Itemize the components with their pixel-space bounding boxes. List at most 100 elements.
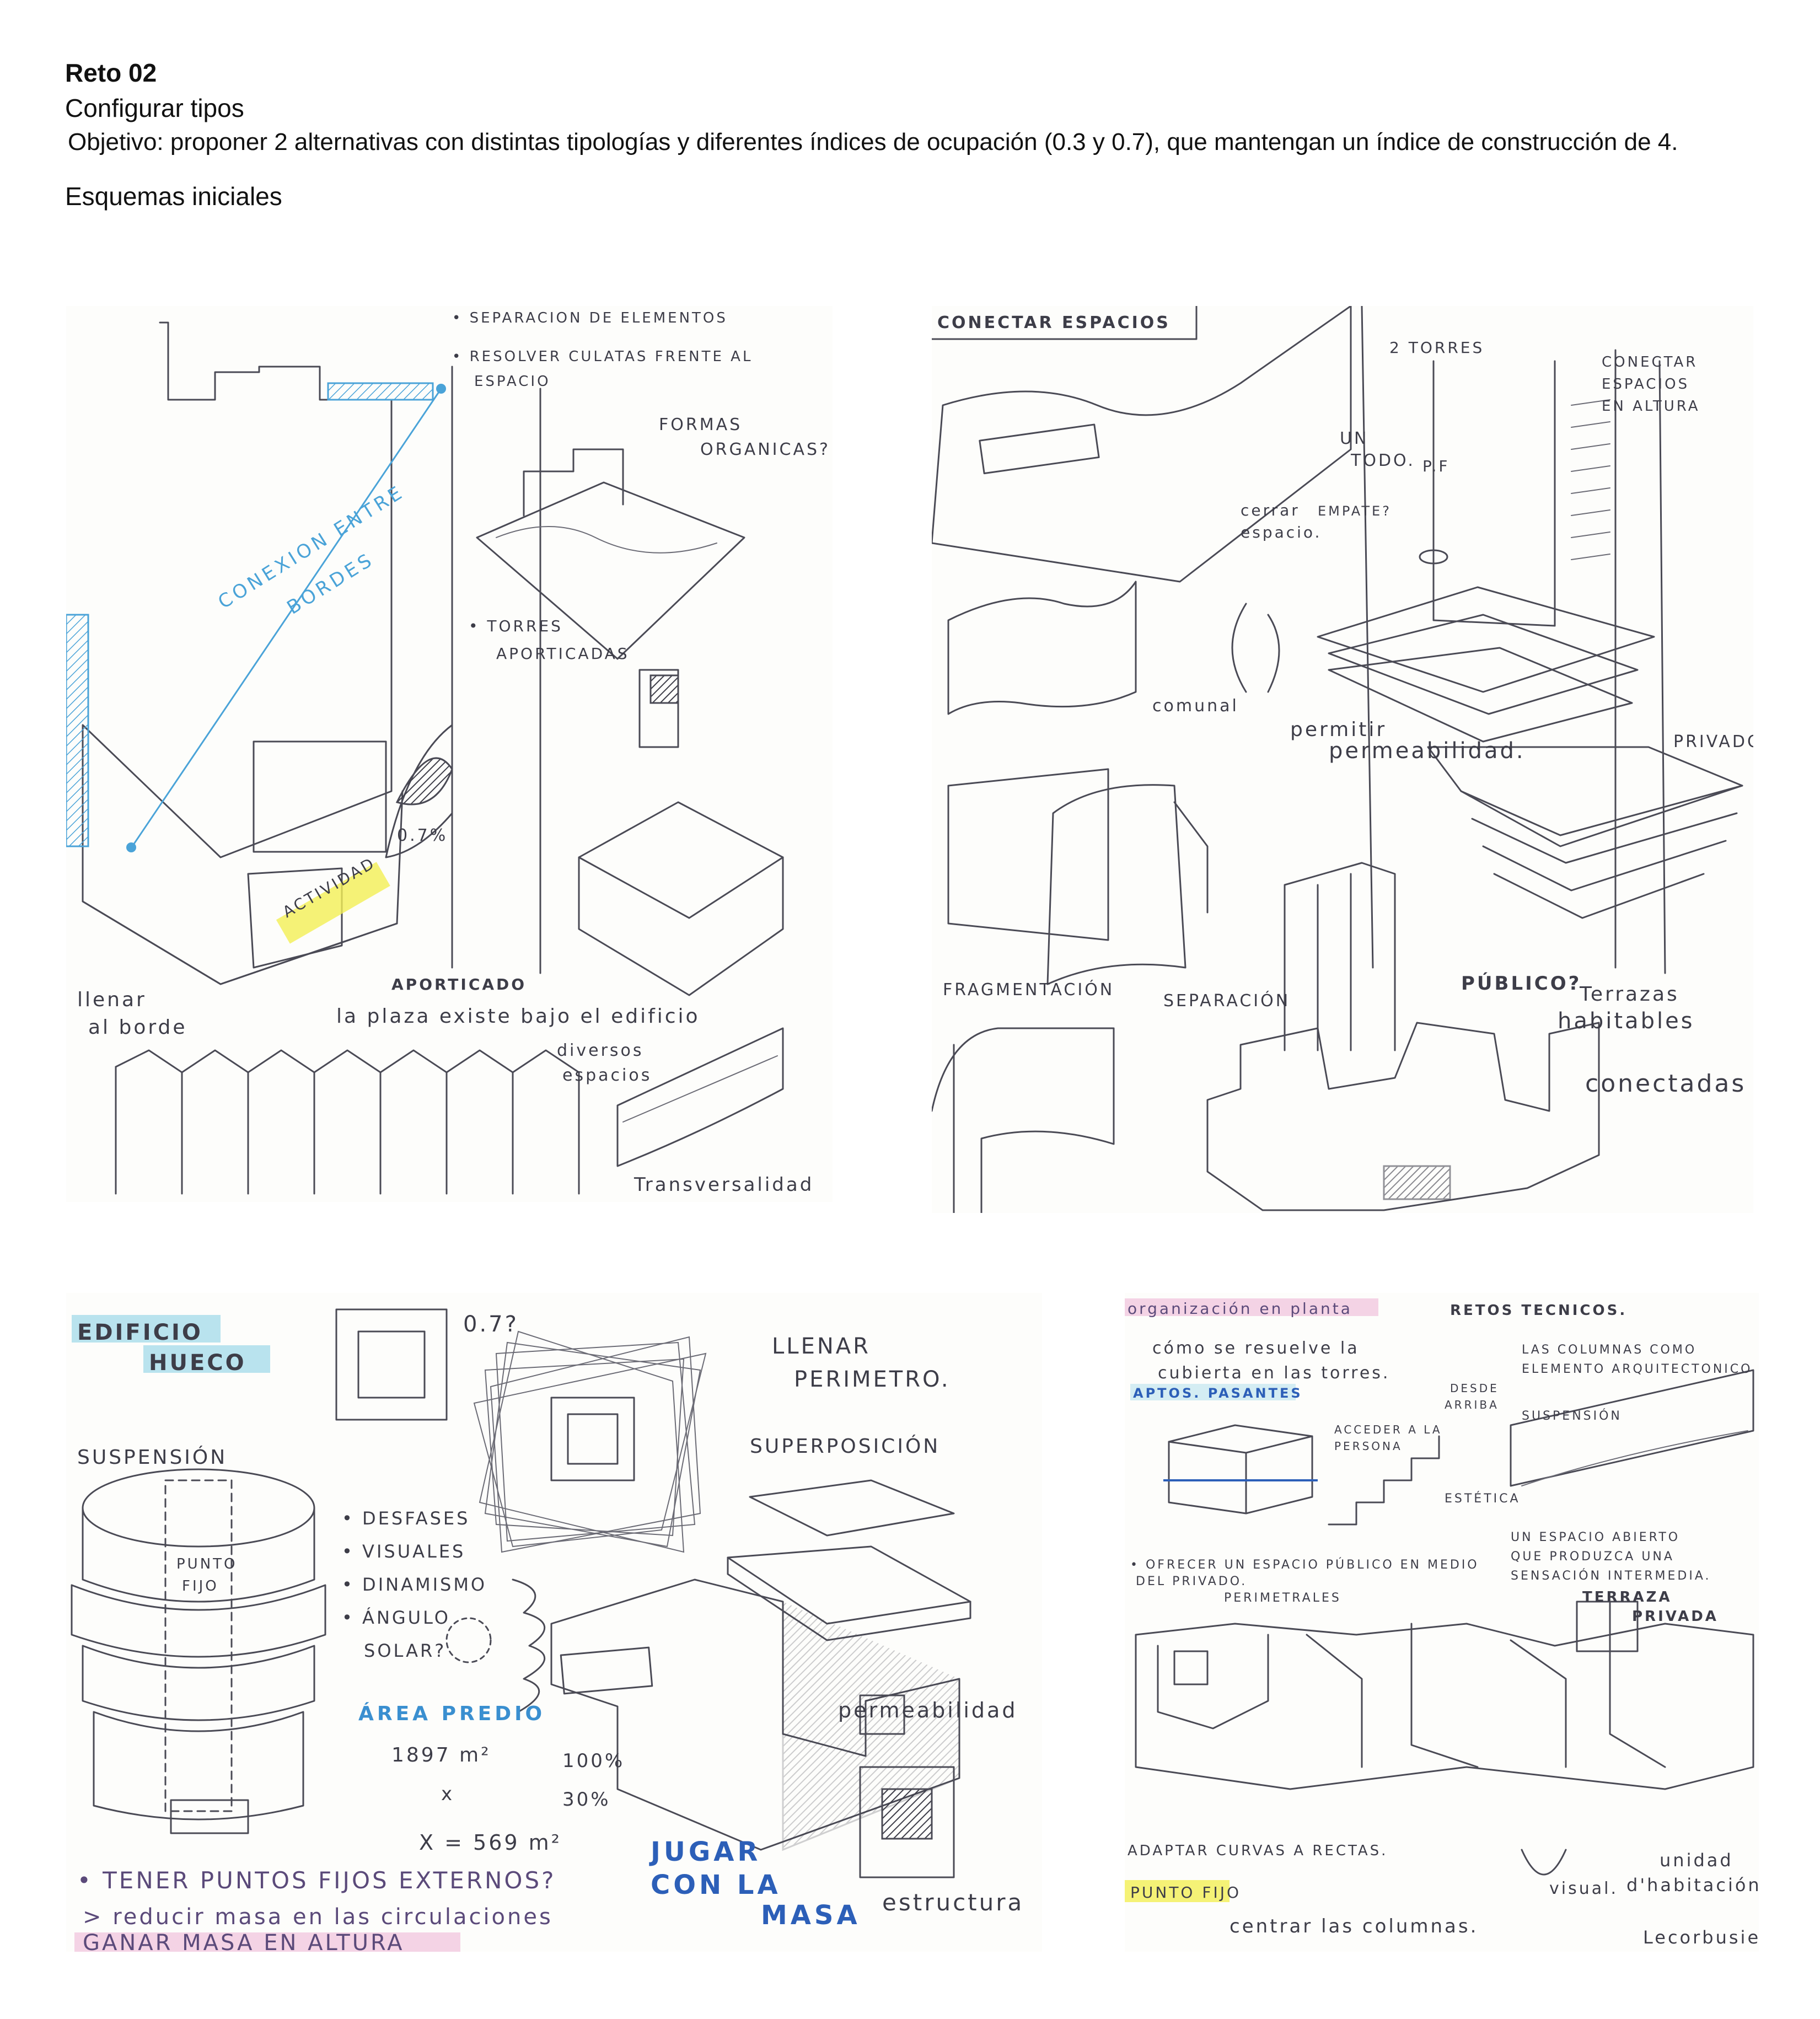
panel-left [947, 768, 1109, 941]
connection-line [131, 388, 442, 847]
suspended-roof [1510, 1369, 1754, 1487]
suspended-wave [1521, 1430, 1748, 1486]
note-perimetrales: PERIMETRALES [1224, 1591, 1341, 1605]
cylinder-band-1 [71, 1584, 326, 1658]
roof-row [115, 1049, 580, 1073]
note-reducir: > reducir masa en las circulaciones [83, 1904, 553, 1930]
hatched-edge [66, 614, 89, 847]
massing-window-2 [859, 1694, 905, 1735]
note-columnas-1: LAS COLUMNAS COMO [1522, 1343, 1696, 1357]
note-aptos: APTOS. PASANTES [1133, 1386, 1303, 1401]
cylinder-door [170, 1799, 249, 1834]
note-estetica: ESTÉTICA [1445, 1491, 1521, 1506]
note-permitir-1: permitir [1290, 718, 1387, 741]
note-centrar: centrar las columnas. [1230, 1915, 1478, 1937]
note-pf: P.F [1422, 457, 1450, 475]
note-diversos-1: diversos [557, 1041, 644, 1060]
note-conectar: CONECTAR ESPACIOS [937, 313, 1171, 332]
note-punto-2: FIJO [182, 1578, 219, 1594]
note-formas-1: FORMAS [659, 415, 742, 434]
note-x: x [441, 1783, 454, 1805]
note-formas-2: ORGANICAS? [700, 440, 830, 459]
note-como-1: cómo se resuelve la [1152, 1339, 1360, 1358]
roof-opening [979, 423, 1100, 475]
note-jugar-2: CON LA [651, 1870, 781, 1900]
organizacion-highlight [1125, 1298, 1378, 1316]
sketch-4-drawing: organización en planta RETOS TECNICOS. c… [1125, 1298, 1759, 1948]
ground-edge [82, 900, 398, 985]
note-conectar-altura-1: CONECTAR [1602, 354, 1698, 370]
note-comunal: comunal [1152, 696, 1239, 716]
sketch-3-drawing: EDIFICIO HUECO 0.7? LLENAR PERIMETRO. SU… [71, 1308, 1024, 1952]
note-jugar-1: JUGAR [649, 1837, 761, 1867]
note-terraza-2: PRIVADA [1632, 1608, 1719, 1625]
curved-roof [932, 306, 1352, 544]
note-hueco: HUECO [149, 1350, 246, 1376]
organic-forms-block [523, 448, 624, 517]
sketch-2-drawing: CONECTAR ESPACIOS 2 TORRES CONECTAR ESPA… [932, 306, 1753, 1213]
note-espacio-2: QUE PRODUZCA UNA [1511, 1550, 1674, 1564]
organic-slab [476, 481, 745, 660]
tower-shadow [1383, 1165, 1451, 1200]
note-llenar-1: llenar [77, 989, 147, 1011]
note-desde-2: ARRIBA [1445, 1398, 1499, 1411]
note-punto-fijo: PUNTO FIJO [1130, 1883, 1241, 1902]
note-terrazas-1: Terrazas [1579, 983, 1679, 1006]
note-separacion: SEPARACIÓN [1163, 990, 1290, 1011]
note-conectar-altura-3: EN ALTURA [1602, 398, 1700, 415]
hatched-strip [327, 382, 434, 401]
note-acceder-1: ACCEDER A LA [1334, 1423, 1442, 1436]
cylinder-base [93, 1711, 304, 1821]
separated-towers [1206, 1022, 1600, 1211]
cluster-window [1173, 1650, 1209, 1685]
note-diversos-2: espacios [562, 1066, 652, 1085]
terrace-cluster-outline [1135, 1623, 1754, 1790]
note-resolver-2: ESPACIO [474, 373, 551, 390]
slab-middle [727, 1545, 971, 1625]
note-list-4: • ÁNGULO [342, 1607, 450, 1628]
note-conectar-altura-2: ESPACIOS [1602, 376, 1689, 393]
parabola [1521, 1849, 1567, 1876]
sun-icon [445, 1617, 492, 1663]
wave-line [622, 1055, 778, 1123]
tower-line-a [1361, 306, 1374, 969]
note-separacion: • SEPARACION DE ELEMENTOS [452, 310, 728, 326]
cylinder-upper [82, 1507, 315, 1603]
note-list-1: • DESFASES [342, 1508, 470, 1529]
panel-curved [1046, 784, 1187, 985]
note-retos: RETOS TECNICOS. [1450, 1302, 1627, 1319]
note-conectadas: conectadas [1585, 1070, 1746, 1098]
structure-frame [859, 1766, 955, 1878]
note-estructura: estructura [882, 1889, 1024, 1916]
note-jugar-3: MASA [761, 1900, 861, 1931]
document-header: Reto 02 Configurar tipos Objetivo: propo… [65, 55, 1763, 214]
note-pct100: 100% [562, 1750, 625, 1772]
sketch-connect-spaces: CONECTAR ESPACIOS 2 TORRES CONECTAR ESPA… [932, 306, 1753, 1213]
plan-square-inner [357, 1330, 426, 1399]
title-box [932, 306, 1198, 340]
note-cerrar-1: cerrar [1241, 501, 1300, 519]
sketch-technical-challenges: organización en planta RETOS TECNICOS. c… [1125, 1293, 1759, 1952]
wave-strip [616, 1027, 784, 1167]
note-punto-1: PUNTO [176, 1556, 238, 1572]
edificio-highlight [72, 1315, 221, 1343]
objective-text: Objetivo: proponer 2 alternativas con di… [68, 128, 1678, 155]
note-unidad-1: unidad [1660, 1850, 1733, 1871]
note-llenar-2: al borde [88, 1016, 187, 1039]
fixed-point-core [164, 1479, 233, 1812]
note-adaptar: ADAPTAR CURVAS A RECTAS. [1128, 1843, 1388, 1859]
note-empate: EMPATE? [1318, 503, 1392, 519]
stacked-slab-1 [1317, 586, 1655, 693]
apt-box-top [1168, 1424, 1313, 1454]
note-desde-1: DESDE [1450, 1382, 1499, 1395]
slab-top [749, 1479, 955, 1537]
note-aporticado: APORTICADO [391, 975, 527, 994]
small-block [638, 669, 679, 748]
note-privado: PRIVADO [1673, 732, 1753, 751]
note-resolver-1: • RESOLVER CULATAS FRENTE AL [452, 348, 753, 365]
stairs [1328, 1435, 1440, 1526]
wall-row [115, 1066, 580, 1195]
connection-point-top [436, 384, 446, 394]
sketch-1-drawing: • SEPARACION DE ELEMENTOS • RESOLVER CUL… [66, 310, 830, 1196]
note-terraza-1: TERRAZA [1582, 1589, 1672, 1605]
